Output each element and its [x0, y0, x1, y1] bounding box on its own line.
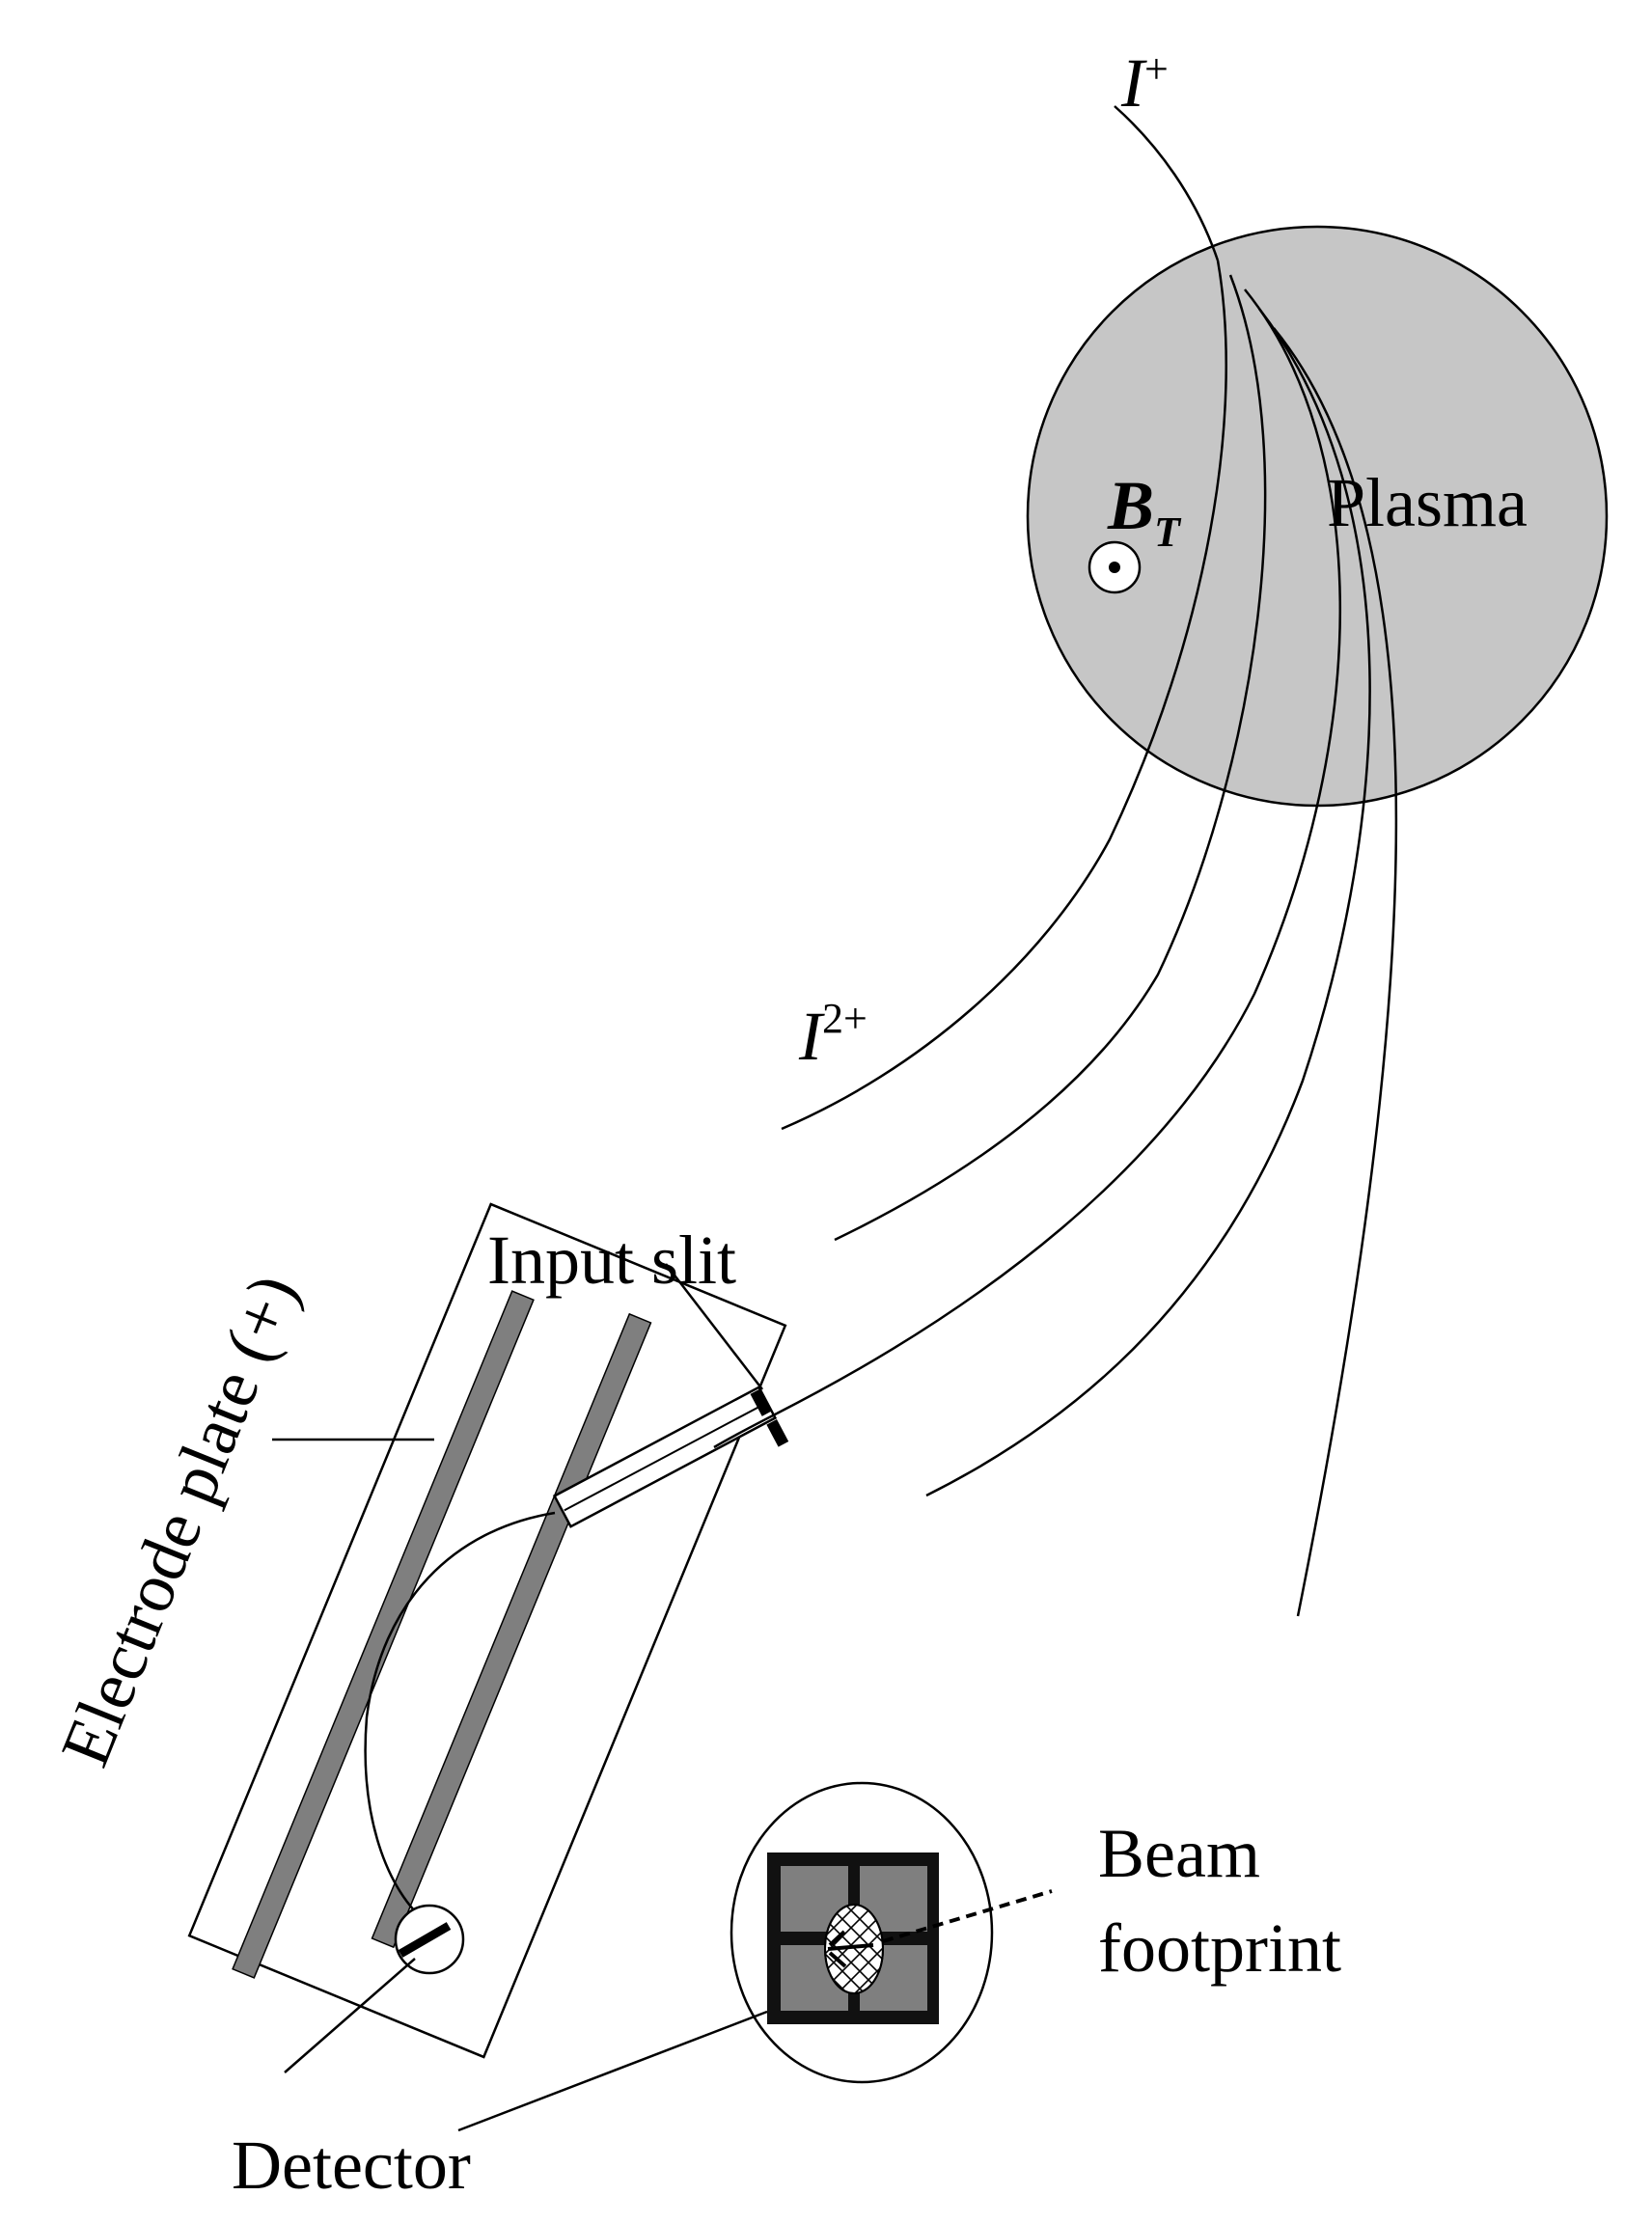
field-dot	[1109, 562, 1120, 573]
beam-into-slit	[713, 1412, 778, 1449]
analyzer-housing	[187, 1202, 787, 2059]
beam-footprint-label-line2: footprint	[1098, 1909, 1341, 1987]
input-slit	[750, 1388, 789, 1447]
secondary-trajectory-2	[834, 274, 1267, 1242]
electrode-plate-right	[371, 1312, 652, 1949]
input-slit-leader	[665, 1263, 763, 1390]
input-slit-label: Input slit	[487, 1221, 736, 1299]
electrode-plate-label: Electrode plate (+)	[46, 1264, 314, 1776]
secondary-trajectory-5	[1273, 327, 1398, 1617]
primary-ion-label: I+	[1120, 44, 1169, 122]
detector-label: Detector	[232, 2127, 471, 2204]
secondary-trajectory-1	[781, 260, 1227, 1131]
secondary-trajectory-4	[925, 308, 1371, 1497]
detector-leader-1	[284, 1958, 416, 2073]
secondary-trajectory-3	[776, 288, 1342, 1415]
field-label: BT	[1107, 467, 1182, 556]
crosshatch-ellipse-icon	[824, 1904, 884, 1994]
primary-beam-trajectory	[1114, 105, 1220, 261]
analyzer-beam-path	[364, 1511, 556, 1926]
beam-footprint-arrows	[827, 1930, 874, 1968]
detector-element	[398, 1922, 452, 1958]
footprint-leader	[882, 1889, 1053, 1943]
secondary-ion-label: I2+	[798, 995, 867, 1075]
electrode-plate-left	[232, 1290, 535, 1979]
beam-footprint-label-line1: Beam	[1098, 1815, 1260, 1892]
plasma-label: Plasma	[1327, 464, 1528, 541]
detector-leader-2	[457, 2010, 768, 2132]
